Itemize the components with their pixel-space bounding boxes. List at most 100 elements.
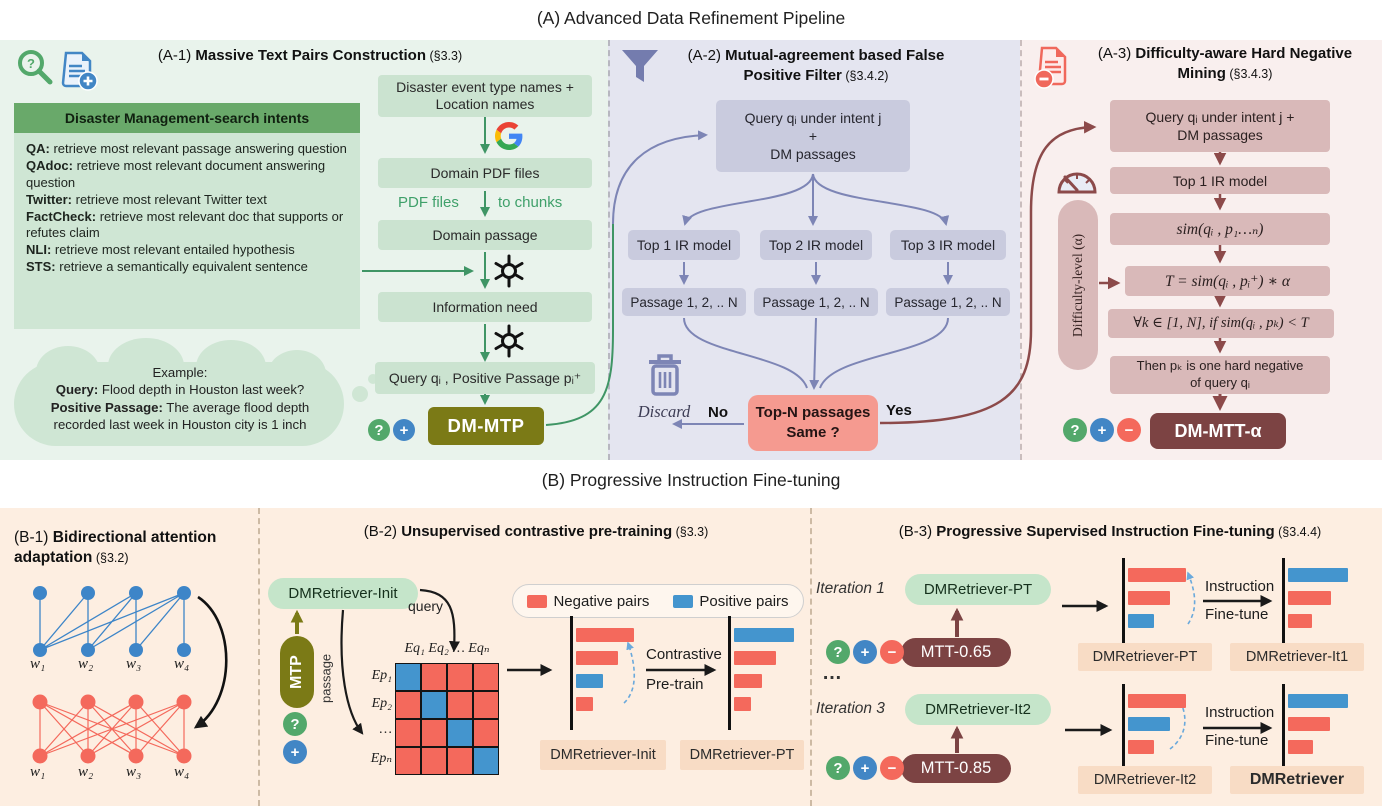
b2-chart2-label: DMRetriever-PT	[680, 740, 804, 770]
mtt-085-pill: MTT-0.85	[901, 754, 1011, 783]
contrastive-label-1: Contrastive	[646, 646, 722, 663]
iteration-1-label: Iteration 1	[816, 580, 885, 597]
gauge-icon	[1055, 163, 1099, 200]
question-circle-icon: ?	[1063, 418, 1087, 442]
section-a-title: (A) Advanced Data Refinement Pipeline	[536, 8, 846, 28]
funnel-icon	[620, 48, 660, 91]
negative-pair-bar	[1288, 740, 1313, 754]
finetune-label: Fine-tune	[1205, 606, 1269, 623]
a2-ir-model-3: Top 3 IR model	[890, 230, 1006, 260]
positive-pair-bar	[1288, 694, 1348, 708]
a1-title-main: Massive Text Pairs Construction	[195, 47, 426, 64]
matrix-row-label: Ep₂	[371, 696, 392, 711]
plus-circle-icon: +	[853, 640, 877, 664]
b2-title: (B-2) Unsupervised contrastive pre-train…	[363, 523, 709, 540]
a2-passages-1: Passage 1, 2, .. N	[622, 288, 746, 316]
divider-b1-b2	[258, 508, 260, 806]
b2-chart1-bars	[576, 628, 634, 711]
contrastive-label-2: Pre-train	[646, 676, 704, 693]
question-circle-icon: ?	[826, 640, 850, 664]
similarity-matrix	[395, 663, 499, 775]
matrix-row-label: Ep₁	[371, 668, 392, 683]
legend-negative-label: Negative pairs	[553, 592, 650, 610]
yes-label: Yes	[886, 402, 912, 419]
dm-mtt-output: DM-MTT-α	[1150, 413, 1286, 449]
document-minus-icon	[1032, 46, 1074, 95]
a1-title-num: (A-1)	[157, 47, 196, 64]
minus-circle-icon: −	[880, 756, 904, 780]
plus-circle-icon: +	[283, 740, 307, 764]
iteration-3-label: Iteration 3	[816, 700, 885, 717]
a3-sim-box: sim(qᵢ , p₁…ₙ)	[1110, 213, 1330, 245]
flow-box-information-need: Information need	[378, 292, 592, 322]
plus-circle-icon: +	[393, 419, 415, 441]
instruction-label: Instruction	[1205, 578, 1275, 595]
section-b-title: (B) Progressive Instruction Fine-tuning	[541, 470, 841, 490]
a2-title-section: (§3.4.2)	[841, 68, 889, 83]
matrix-cell-positive	[447, 719, 473, 747]
negative-pair-bar	[734, 674, 762, 688]
negative-pair-bar	[1288, 717, 1330, 731]
mtt-065-pill: MTT-0.65	[901, 638, 1011, 667]
a3-title: (A-3) Difficulty-aware Hard Negative Min…	[1075, 44, 1375, 84]
plus-circle-icon: +	[853, 756, 877, 780]
negative-pair-bar	[1288, 614, 1312, 628]
minus-circle-icon: −	[880, 640, 904, 664]
a3-title-main: Difficulty-aware Hard Negative Mining	[1135, 45, 1353, 82]
token-label: w₃	[126, 656, 142, 672]
negative-pair-bar	[576, 651, 618, 665]
a1-title-section: (§3.3)	[425, 49, 463, 63]
minus-circle-icon: −	[1117, 418, 1141, 442]
passage-label: passage	[318, 653, 334, 703]
a3-top1-ir-box: Top 1 IR model	[1110, 167, 1330, 194]
instruction-label: Instruction	[1205, 704, 1275, 721]
matrix-cell-negative	[447, 691, 473, 719]
intent-item: NLI: retrieve most relevant entailed hyp…	[26, 242, 295, 258]
intents-list: QA: retrieve most relevant passage answe…	[14, 133, 360, 329]
token-label: w₂	[78, 764, 94, 780]
b2-chart2-axis	[728, 616, 731, 730]
a2-title-num: (A-2)	[687, 47, 726, 64]
query-label: query	[408, 598, 444, 614]
question-circle-icon: ?	[283, 712, 307, 736]
negative-pair-bar	[1128, 740, 1154, 754]
dmretriever-init-pill: DMRetriever-Init	[268, 578, 418, 609]
flow-box-domain-passage: Domain passage	[378, 220, 592, 250]
question-circle-icon: ?	[368, 419, 390, 441]
token-label: w₁	[30, 764, 46, 780]
b3-r1-chart1-label: DMRetriever-PT	[1078, 643, 1212, 671]
token-label: w₄	[174, 656, 190, 672]
google-icon	[495, 122, 523, 155]
intent-item: STS: retrieve a semantically equivalent …	[26, 259, 308, 275]
a3-hard-negative-box: Then pₖ is one hard negative of query qᵢ	[1110, 356, 1330, 394]
a3-condition-box: ∀k ∈ [1, N], if sim(qᵢ , pₖ) < T	[1108, 309, 1334, 338]
dm-mtp-output: DM-MTP	[428, 407, 544, 445]
b3-r1-chart2-axis	[1282, 558, 1285, 650]
b3-r2-chart1-bars	[1128, 694, 1186, 754]
divider-b2-b3	[810, 508, 812, 806]
cloud-tail-dot	[368, 374, 378, 384]
legend: Negative pairs Positive pairs	[512, 584, 804, 618]
matrix-cell-negative	[421, 663, 447, 691]
cloud-tail-dot	[352, 386, 368, 402]
token-label: w₃	[126, 764, 142, 780]
search-question-icon: ?	[16, 48, 56, 93]
b3-r1-chart2-bars	[1288, 568, 1348, 628]
no-label: No	[708, 404, 728, 421]
negative-pair-bar	[576, 697, 593, 711]
a2-ir-model-1: Top 1 IR model	[628, 230, 740, 260]
negative-pair-bar	[576, 628, 634, 642]
intent-item: Twitter: retrieve most relevant Twitter …	[26, 191, 267, 207]
matrix-cell-negative	[395, 691, 421, 719]
a1-title: (A-1) Massive Text Pairs Construction (§…	[110, 46, 510, 66]
matrix-cell-positive	[421, 691, 447, 719]
a3-threshold-box: T = sim(qᵢ , pᵢ⁺) ∗ α	[1125, 266, 1330, 296]
positive-pair-bar	[1128, 614, 1154, 628]
intent-item: QAdoc: retrieve most relevant document a…	[26, 157, 326, 190]
matrix-cell-positive	[395, 663, 421, 691]
matrix-column-headers: Eq₁ Eq₂ … Eqₙ	[404, 641, 490, 656]
a2-ir-model-2: Top 2 IR model	[760, 230, 872, 260]
negative-pair-bar	[1128, 568, 1186, 582]
b3-r1-chart1-axis	[1122, 558, 1125, 650]
